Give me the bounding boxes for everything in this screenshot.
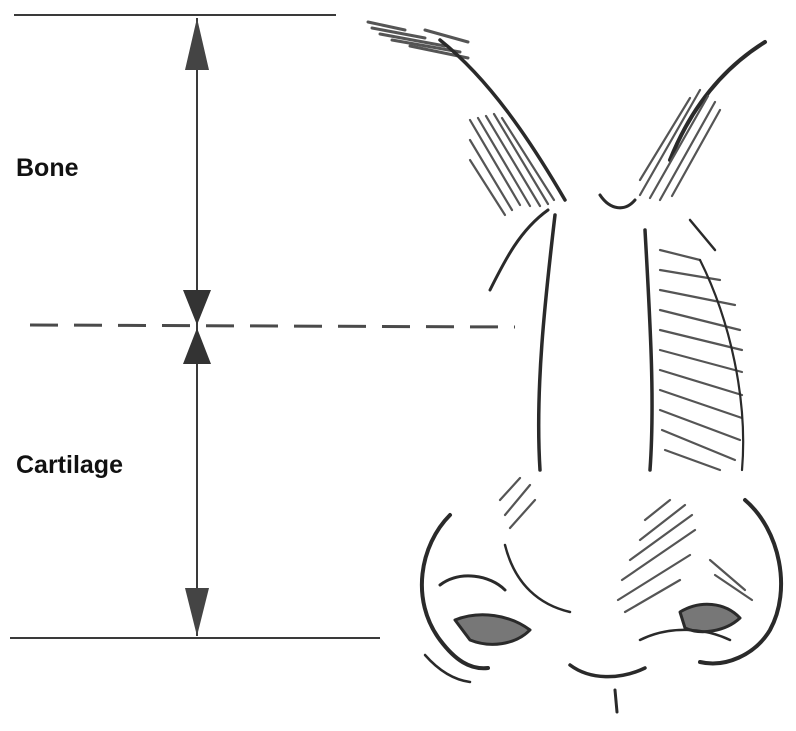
left-nostril — [455, 615, 530, 645]
right-bridge-tick — [690, 220, 715, 250]
right-tip-shading — [618, 500, 752, 612]
right-upper-contour — [670, 42, 765, 160]
arrowhead-top — [185, 18, 209, 70]
left-tip-shading — [500, 478, 535, 528]
arrowhead-bottom — [185, 588, 209, 636]
arrowhead-bone-bottom — [183, 290, 211, 325]
left-cheek-stroke — [425, 655, 470, 682]
columella — [570, 665, 645, 677]
left-bridge-edge — [490, 210, 548, 290]
left-bridge-shading — [470, 114, 554, 215]
left-tip-curve — [505, 545, 570, 612]
right-nostril — [680, 604, 740, 631]
brow-notch — [600, 195, 635, 208]
right-brow-shading — [640, 90, 720, 200]
left-ala-inner — [440, 576, 505, 590]
left-ala-outer — [422, 515, 488, 668]
bridge-left-line — [539, 215, 555, 470]
bridge-right-line — [645, 230, 652, 470]
right-ala-outer — [700, 500, 781, 663]
right-side-shading — [660, 250, 742, 470]
arrowhead-cartilage-top — [183, 328, 211, 364]
bone-label: Bone — [16, 154, 79, 183]
nose-drawing — [368, 22, 781, 712]
cartilage-label: Cartilage — [16, 451, 123, 480]
bone-cartilage-divider-dashed — [30, 325, 515, 327]
philtrum-tick — [615, 690, 617, 712]
